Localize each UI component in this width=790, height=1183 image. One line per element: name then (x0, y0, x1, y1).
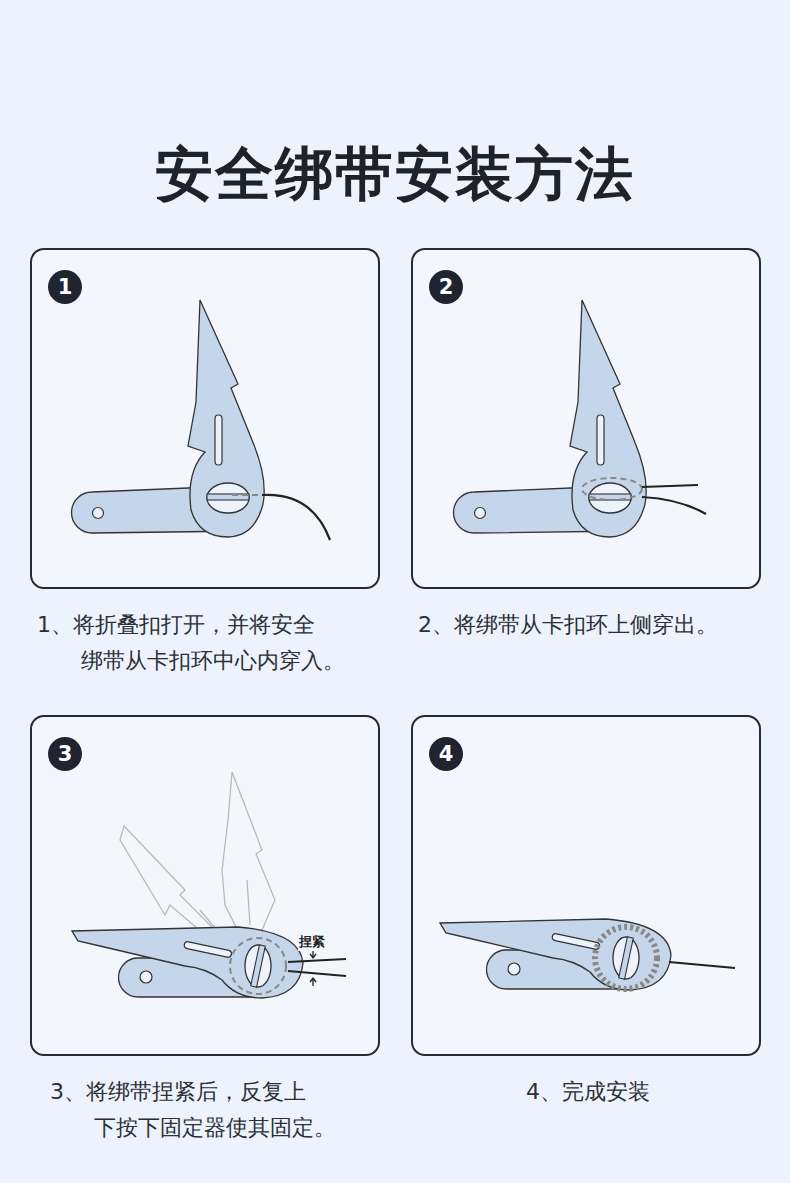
strap (642, 485, 698, 487)
step-caption: 2、将绑带从卡扣环上侧穿出。 (418, 607, 763, 643)
step-caption: 4、完成安装 (413, 1074, 763, 1110)
buckle (72, 300, 265, 537)
strap-hidden (232, 494, 262, 496)
strap (669, 962, 735, 968)
step-panel: 44、完成安装 (411, 715, 761, 1056)
ghost-slot (247, 880, 250, 925)
panel-ground (412, 249, 760, 588)
strap (288, 959, 346, 962)
step-panel: 33、将绑带捏紧后，反复上 下按下固定器使其固定。 (30, 715, 380, 1056)
step-caption: 1、将折叠扣打开，并将安全 绑带从卡扣环中心内穿入。 (37, 607, 377, 679)
pinch-arrow (310, 978, 316, 986)
strap-hidden (230, 938, 286, 994)
panel-ground (412, 716, 760, 1055)
ghost-lever (120, 826, 215, 935)
strap (262, 495, 330, 540)
ghost-lever (222, 772, 275, 935)
step-caption: 3、将绑带捏紧后，反复上 下按下固定器使其固定。 (50, 1074, 380, 1146)
buckle (72, 927, 303, 998)
callout-number: 4 (429, 737, 463, 771)
ghost-slot (200, 910, 215, 928)
step-panel: 11、将折叠扣打开，并将安全 绑带从卡扣环中心内穿入。 (30, 248, 380, 589)
callout-number: 3 (48, 737, 82, 771)
strap (642, 497, 706, 514)
strap (288, 971, 346, 976)
buckle (454, 300, 647, 537)
callout-number: 1 (48, 270, 82, 304)
buckle (440, 919, 671, 990)
pinch-arrow (310, 951, 316, 958)
panel-ground (31, 716, 379, 1055)
callout-number: 2 (429, 270, 463, 304)
step-panel: 22、将绑带从卡扣环上侧穿出。 (411, 248, 761, 589)
note-label: 捏紧 (298, 933, 326, 951)
title: 安全绑带安装方法 (0, 136, 790, 214)
strap-wound (595, 927, 657, 989)
panel-ground (31, 249, 379, 588)
strap-hidden (582, 478, 642, 500)
